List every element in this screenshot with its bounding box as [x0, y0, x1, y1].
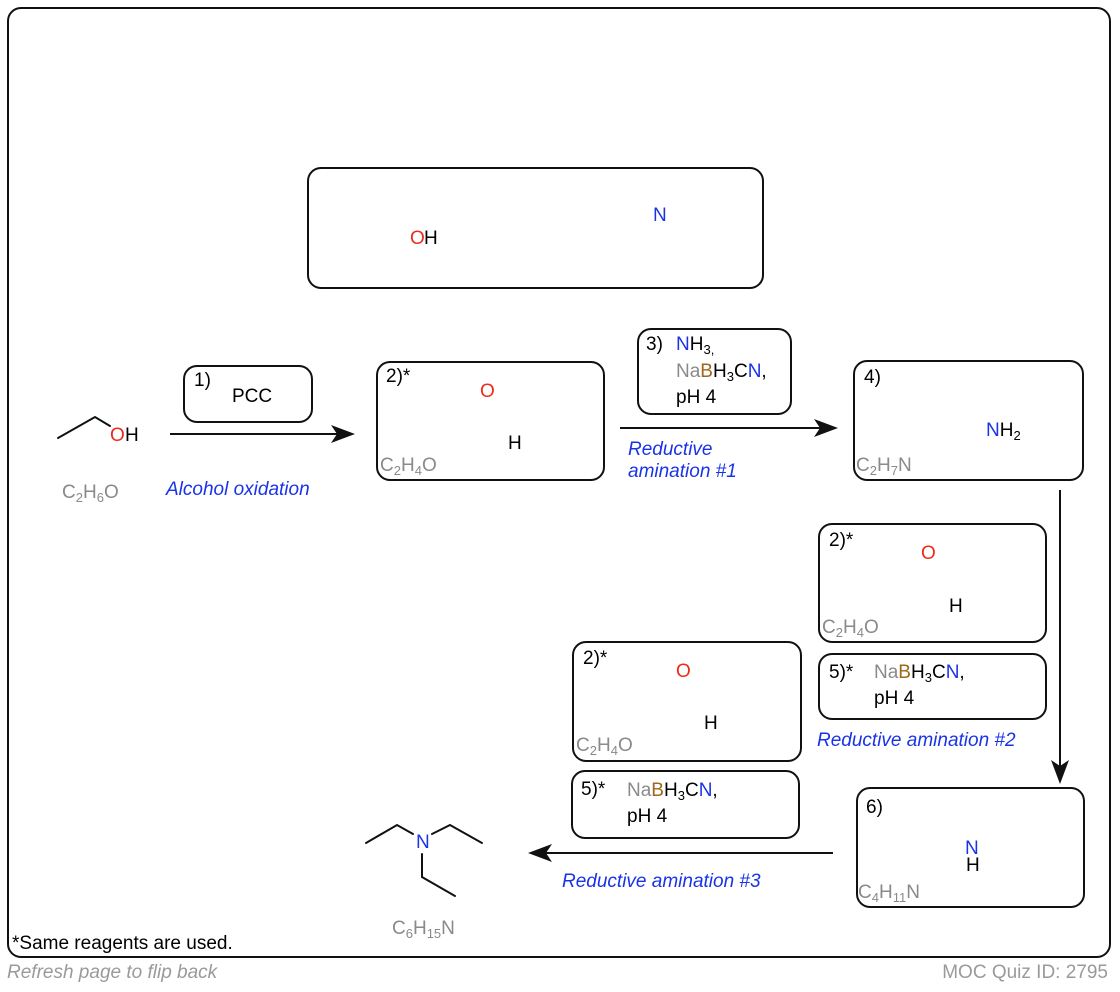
box6-nitrogen: N [965, 838, 979, 859]
step1-number: 1) [194, 370, 211, 391]
start-ethanol-bonds [57, 415, 111, 439]
top-product-nitrogen: N [653, 205, 667, 226]
mid-reagent-ph: pH 4 [627, 806, 668, 827]
final-formula: C6H15N [392, 918, 455, 941]
right-acetaldehyde-hydrogen: H [949, 596, 963, 617]
box6-formula: C4H11N [858, 882, 920, 905]
box6-nh-hydrogen: H [966, 855, 980, 876]
box4-number: 4) [864, 367, 881, 388]
mid-acetaldehyde-hydrogen: H [704, 713, 718, 734]
footnote: *Same reagents are used. [12, 933, 233, 954]
left-arrowhead [528, 844, 552, 862]
down-arrowhead [1051, 760, 1069, 784]
step3-ammonia: NH3, [676, 334, 715, 357]
mid-acetaldehyde-formula: C2H4O [576, 735, 633, 758]
right-acetaldehyde-number: 2)* [829, 530, 854, 551]
quiz-id: MOC Quiz ID: 2795 [942, 962, 1108, 983]
mid-reagent-number: 5)* [581, 779, 606, 800]
box6-diethylamine[interactable] [856, 787, 1085, 908]
final-nitrogen: N [416, 832, 430, 853]
box6-number: 6) [866, 797, 883, 818]
right-reagent-number: 5)* [829, 662, 854, 683]
box4-formula: C2H7N [856, 455, 912, 478]
mid-acetaldehyde-oxygen: O [676, 661, 691, 682]
final-bond-down [421, 853, 456, 897]
summary-box[interactable] [307, 167, 764, 289]
step1-caption: Alcohol oxidation [166, 479, 310, 500]
final-bond-right [431, 823, 483, 844]
mid-acetaldehyde-number: 2)* [583, 648, 608, 669]
flip-back-hint[interactable]: Refresh page to flip back [7, 962, 218, 983]
right-caption: Reductive amination #2 [817, 730, 1016, 751]
step1-arrowhead [331, 425, 355, 443]
box2-acetaldehyde[interactable] [376, 361, 605, 481]
box2-hydrogen: H [508, 433, 522, 454]
mid-reagent-box[interactable] [571, 770, 800, 839]
box4-amine-group: NH2 [986, 420, 1021, 443]
step1-reagent: PCC [232, 386, 273, 407]
step1-reagent-box[interactable] [183, 365, 313, 423]
top-reactant-oxygen: O [410, 228, 425, 249]
start-hydrogen: H [125, 425, 139, 446]
box2-oxygen: O [480, 381, 495, 402]
final-bond-left [365, 823, 414, 844]
step3-cyanoborohydride: NaBH3CN, [676, 361, 767, 384]
step3-reagent-box[interactable] [637, 328, 792, 415]
box4-ethylamine[interactable] [853, 360, 1084, 481]
start-formula: C2H6O [62, 482, 119, 505]
mid-reagent-cyanoborohydride: NaBH3CN, [627, 780, 718, 803]
right-reagent-box[interactable] [818, 653, 1047, 720]
right-acetaldehyde-formula: C2H4O [822, 617, 879, 640]
step3-caption-line2: amination #1 [628, 461, 737, 482]
step3-arrowhead [814, 419, 838, 437]
mid-caption: Reductive amination #3 [562, 871, 761, 892]
card-frame[interactable] [7, 7, 1111, 958]
right-reagent-cyanoborohydride: NaBH3CN, [874, 662, 965, 685]
start-oxygen: O [110, 425, 125, 446]
step3-caption-line1: Reductive [628, 439, 713, 460]
right-acetaldehyde-oxygen: O [921, 543, 936, 564]
top-reactant-hydrogen: H [424, 228, 438, 249]
step3-ph: pH 4 [676, 387, 717, 408]
right-reagent-ph: pH 4 [874, 688, 915, 709]
mid-acetaldehyde-box[interactable] [572, 641, 802, 762]
box2-formula: C2H4O [380, 455, 437, 478]
right-acetaldehyde-box[interactable] [818, 523, 1047, 643]
box2-number: 2)* [386, 366, 411, 387]
step3-number: 3) [646, 334, 663, 355]
